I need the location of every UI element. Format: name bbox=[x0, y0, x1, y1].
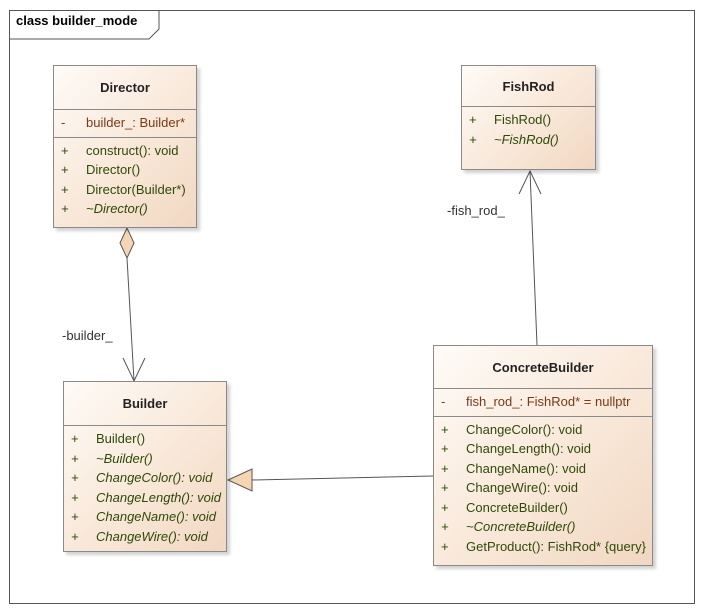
aggregation-diamond bbox=[119, 226, 135, 260]
operation[interactable]: +ChangeColor(): void bbox=[441, 421, 583, 437]
operation[interactable]: +ConcreteBuilder() bbox=[441, 499, 568, 515]
generalization-line bbox=[251, 475, 434, 481]
frame-title: class builder_mode bbox=[16, 13, 138, 28]
association-line bbox=[529, 170, 538, 346]
association-arrowhead bbox=[518, 169, 542, 195]
operation[interactable]: +ChangeColor(): void bbox=[71, 470, 213, 485]
class-fishrod[interactable]: FishRod +FishRod() +~FishRod() bbox=[461, 65, 596, 170]
operation[interactable]: +ChangeWire(): void bbox=[71, 528, 208, 544]
operation[interactable]: +ChangeLength(): void bbox=[71, 489, 222, 505]
aggregation-line bbox=[126, 257, 135, 382]
operation[interactable]: +Builder() bbox=[71, 431, 146, 446]
builder-role-label: -builder_ bbox=[62, 328, 113, 343]
operation[interactable]: +~Director() bbox=[61, 201, 148, 216]
attributes-section: -fish_rod_: FishRod* = nullptr bbox=[434, 389, 652, 417]
operation[interactable]: +ChangeLength(): void bbox=[441, 441, 592, 456]
operation[interactable]: +~ConcreteBuilder() bbox=[441, 519, 576, 534]
class-name: FishRod bbox=[462, 66, 595, 107]
class-director[interactable]: Director -builder_: Builder* +construct(… bbox=[53, 65, 197, 228]
class-name: Builder bbox=[64, 382, 226, 426]
operation[interactable]: +Director(Builder*) bbox=[61, 181, 186, 197]
operation[interactable]: +ChangeWire(): void bbox=[441, 480, 578, 495]
generalization-triangle bbox=[226, 468, 253, 492]
attributes-section: -builder_: Builder* bbox=[54, 110, 196, 138]
diagram-frame bbox=[9, 10, 695, 604]
fish-rod-role-label: -fish_rod_ bbox=[447, 203, 505, 218]
frame-title-tab bbox=[9, 10, 160, 40]
operation[interactable]: +construct(): void bbox=[61, 142, 179, 158]
operation[interactable]: +Director() bbox=[61, 162, 141, 177]
operations-section: +ChangeColor(): void +ChangeLength(): vo… bbox=[434, 417, 652, 561]
attribute[interactable]: -fish_rod_: FishRod* = nullptr bbox=[441, 394, 631, 409]
class-builder[interactable]: Builder +Builder() +~Builder() +ChangeCo… bbox=[63, 381, 227, 552]
operation[interactable]: +ChangeName(): void bbox=[71, 509, 216, 524]
operations-section: +Builder() +~Builder() +ChangeColor(): v… bbox=[64, 426, 226, 550]
class-name: Director bbox=[54, 66, 196, 110]
operation[interactable]: +FishRod() bbox=[469, 112, 552, 127]
operations-section: +construct(): void +Director() +Director… bbox=[54, 138, 196, 223]
class-concretebuilder[interactable]: ConcreteBuilder -fish_rod_: FishRod* = n… bbox=[433, 345, 653, 566]
class-name: ConcreteBuilder bbox=[434, 346, 652, 389]
attribute[interactable]: -builder_: Builder* bbox=[61, 115, 186, 130]
operations-section: +FishRod() +~FishRod() bbox=[462, 107, 595, 153]
operation[interactable]: +~Builder() bbox=[71, 450, 153, 466]
operation[interactable]: +~FishRod() bbox=[469, 131, 559, 147]
operation[interactable]: +GetProduct(): FishRod* {query} bbox=[441, 538, 646, 554]
operation[interactable]: +ChangeName(): void bbox=[441, 460, 586, 476]
